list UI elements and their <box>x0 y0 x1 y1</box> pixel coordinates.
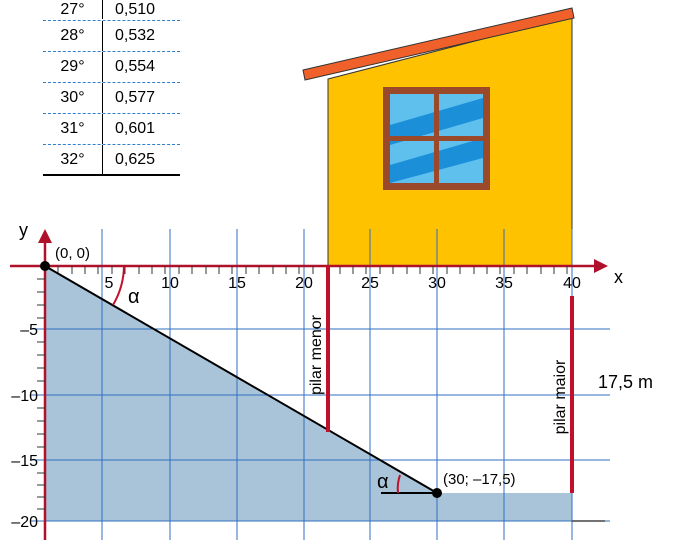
table-value: 0,510 <box>115 1 156 18</box>
y-tick-label: –20 <box>11 514 38 531</box>
house-window <box>383 87 490 190</box>
x-tick-label: 40 <box>563 275 581 292</box>
y-minor-ticks <box>37 278 45 510</box>
table-row: 29° 0,554 <box>43 52 180 83</box>
x-axis-arrow-icon <box>594 259 608 273</box>
table-row: 30° 0,577 <box>43 83 180 114</box>
table-value: 0,554 <box>115 58 156 75</box>
x-tick-labels: 5 10 15 20 25 30 35 40 <box>105 275 581 292</box>
y-axis <box>38 229 52 540</box>
x-tick-label: 15 <box>228 275 246 292</box>
x-minor-ticks <box>57 266 568 274</box>
y-tick-label: –15 <box>11 453 38 470</box>
y-tick-label: –10 <box>11 388 38 405</box>
table-value: 0,577 <box>115 89 156 106</box>
x-tick-label: 10 <box>161 275 179 292</box>
table-angle: 27° <box>43 0 103 19</box>
angle-arc-bottom <box>396 474 401 494</box>
table-angle: 32° <box>43 145 103 174</box>
x-tick-label: 5 <box>105 275 114 292</box>
table-value: 0,532 <box>115 27 156 44</box>
table-row: 32° 0,625 <box>43 145 180 176</box>
x-tick-label: 20 <box>295 275 313 292</box>
table-row: 31° 0,601 <box>43 114 180 145</box>
origin-point <box>40 261 50 271</box>
x-tick-label: 35 <box>495 275 513 292</box>
alpha-label-bottom: α <box>377 471 389 493</box>
y-axis-arrow-icon <box>38 229 52 243</box>
terrain <box>45 266 572 521</box>
table-angle: 29° <box>43 52 103 82</box>
x-axis-label: x <box>614 267 623 287</box>
y-tick-labels: –5 –10 –15 –20 <box>11 322 38 531</box>
x-axis <box>10 259 608 273</box>
y-axis-label: y <box>19 220 28 240</box>
table-value: 0,625 <box>115 150 156 168</box>
house <box>302 7 575 267</box>
table-value: 0,601 <box>115 120 156 137</box>
table-angle: 31° <box>43 114 103 144</box>
y-tick-label: –5 <box>20 322 38 339</box>
house-roof <box>302 7 575 81</box>
end-point <box>432 488 442 498</box>
small-pillar-label: pilar menor <box>308 314 325 395</box>
end-point-label: (30; –17,5) <box>443 471 516 488</box>
alpha-label-top: α <box>128 286 140 308</box>
slope-line <box>44 265 438 494</box>
large-pillar-label: pilar maior <box>552 359 569 434</box>
height-label: 17,5 m <box>598 372 653 392</box>
table-angle: 28° <box>43 21 103 51</box>
table-row: 27° 0,510 <box>43 0 180 21</box>
origin-label: (0, 0) <box>55 245 90 262</box>
x-tick-label: 25 <box>361 275 379 292</box>
table-row: 28° 0,532 <box>43 21 180 52</box>
table-angle: 30° <box>43 83 103 113</box>
tangent-table: 27° 0,510 28° 0,532 29° 0,554 30° 0,577 … <box>43 0 180 176</box>
angle-arc-top <box>112 265 125 306</box>
x-tick-label: 30 <box>428 275 446 292</box>
